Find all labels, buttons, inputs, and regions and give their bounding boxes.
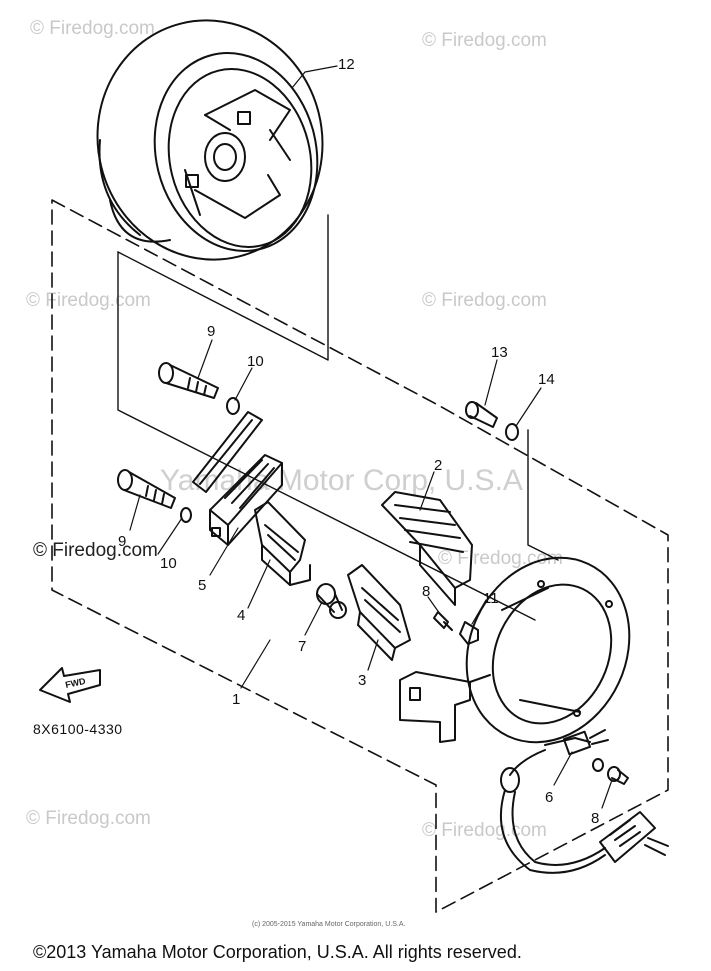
washer-14 <box>505 423 519 441</box>
grommet <box>592 758 604 772</box>
callout-12: 12 <box>338 56 355 73</box>
bolt-9-lower <box>117 469 176 509</box>
screw-8-middle <box>433 611 453 631</box>
callout-1: 1 <box>232 691 241 708</box>
bolt-13 <box>465 401 498 428</box>
callout-2: 2 <box>434 457 443 474</box>
screw-8-lower <box>607 766 629 785</box>
callout-4: 4 <box>237 607 246 624</box>
watermark-firedog-dark: © Firedog.com <box>33 540 158 561</box>
fwd-arrow-icon <box>39 667 101 703</box>
coil-3 <box>347 564 411 661</box>
washer-10-lower <box>180 507 192 523</box>
assembly-boundary <box>51 199 669 913</box>
stator-base-plate <box>465 556 631 744</box>
watermark-firedog-top-right: © Firedog.com <box>422 30 547 51</box>
rotor-guide-line <box>117 214 329 361</box>
callout-9-upper: 9 <box>207 323 216 340</box>
callout-11: 11 <box>483 590 499 607</box>
leader-lines <box>129 65 613 809</box>
footer-copyright: ©2013 Yamaha Motor Corporation, U.S.A. A… <box>33 942 522 962</box>
watermark-firedog-bottom-left: © Firedog.com <box>26 808 151 829</box>
callout-3: 3 <box>358 672 367 689</box>
drawing-number: 8X6100-4330 <box>33 721 123 737</box>
mount-bracket <box>399 671 491 743</box>
guide-line-right <box>527 429 559 561</box>
callout-10-lower: 10 <box>160 555 177 572</box>
coil-4 <box>254 501 311 586</box>
bolt-9-upper <box>158 362 219 399</box>
small-copyright: (c) 2005-2015 Yamaha Motor Corporation, … <box>252 921 406 928</box>
fwd-label: FWD <box>64 676 87 690</box>
coil-5 <box>209 454 283 546</box>
stator-outline <box>117 251 536 621</box>
callout-8-lower: 8 <box>591 810 600 827</box>
callout-5: 5 <box>198 577 207 594</box>
watermark-firedog-top-left: © Firedog.com <box>30 18 155 39</box>
washer-10-upper <box>226 397 240 415</box>
callout-9-lower: 9 <box>118 533 127 550</box>
clamp-11 <box>459 621 479 645</box>
callout-13: 13 <box>491 344 508 361</box>
rotor-flywheel <box>96 19 324 261</box>
callout-7: 7 <box>298 638 307 655</box>
callout-14: 14 <box>538 371 555 388</box>
watermark-firedog-mid-right: © Firedog.com <box>422 290 547 311</box>
watermark-yamaha: Yamaha Motor Corp, U.S.A <box>160 464 523 497</box>
coil-bracket <box>192 411 263 493</box>
coil-2 <box>381 491 473 606</box>
callout-8-middle: 8 <box>422 583 431 600</box>
wire-harness <box>499 729 669 874</box>
callout-10-upper: 10 <box>247 353 264 370</box>
watermark-firedog-mid-left: © Firedog.com <box>26 290 151 311</box>
spacer-7 <box>316 583 347 619</box>
callout-6: 6 <box>545 789 554 806</box>
